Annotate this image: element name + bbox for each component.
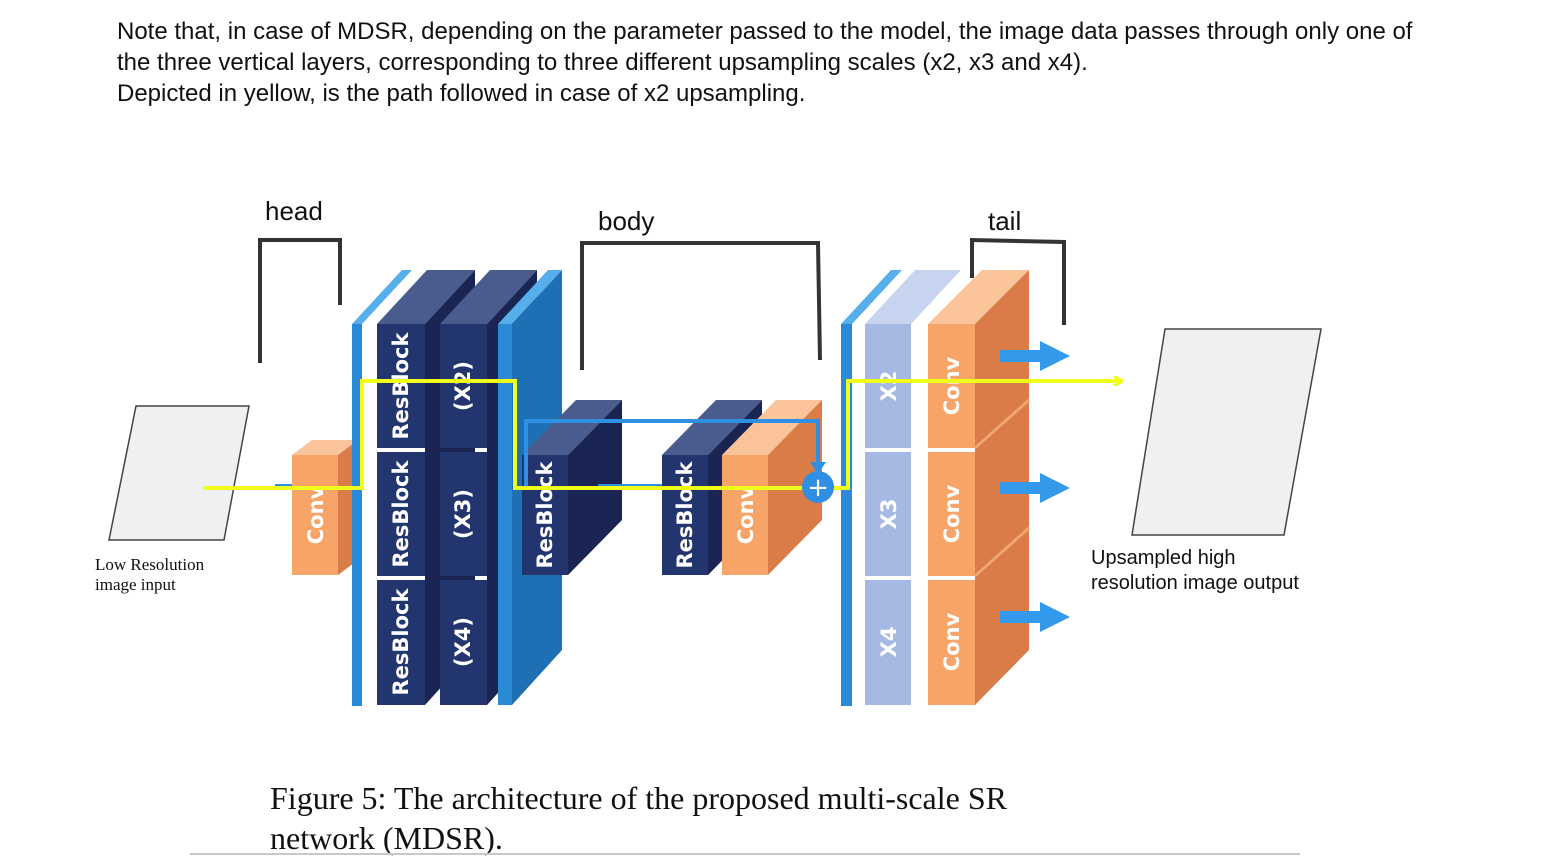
elementwise-sum-node bbox=[802, 471, 834, 503]
tail-bracket bbox=[970, 237, 1066, 325]
scale-x2-label: (X2) bbox=[451, 361, 475, 411]
tail-section-label: tail bbox=[988, 206, 1022, 236]
input-label: Low Resolution image input bbox=[95, 555, 204, 595]
tail-conv-1-label: Conv bbox=[940, 356, 964, 415]
upsample-x4-label: X4 bbox=[877, 627, 901, 658]
head-section-label: head bbox=[265, 196, 323, 226]
upsample-x3-label: X3 bbox=[877, 499, 901, 530]
output-arrow-x3-icon bbox=[1000, 473, 1070, 503]
tail-conv-2-label: Conv bbox=[940, 484, 964, 543]
figure-caption: Figure 5: The architecture of the propos… bbox=[270, 778, 1007, 857]
input-label-line-2: image input bbox=[95, 575, 176, 594]
caption-line-1: Figure 5: The architecture of the propos… bbox=[270, 780, 1007, 816]
left-blue-plane bbox=[352, 270, 412, 706]
scale-x4-label: (X4) bbox=[451, 617, 475, 667]
resblock-1-label: ResBlock bbox=[389, 331, 413, 439]
note-text: Note that, in case of MDSR, depending on… bbox=[117, 16, 1527, 109]
upsample-column: X2 X3 X4 bbox=[865, 270, 961, 705]
body-bracket bbox=[580, 241, 822, 370]
scale-x3-label: (X3) bbox=[451, 489, 475, 539]
low-resolution-input-image bbox=[108, 405, 250, 541]
upsampler-blue-plane bbox=[841, 270, 902, 706]
output-label-line-2: resolution image output bbox=[1091, 572, 1299, 594]
resblock-3-label: ResBlock bbox=[389, 587, 413, 695]
head-bracket bbox=[258, 238, 342, 363]
output-label: Upsampled high resolution image output bbox=[1091, 546, 1299, 596]
output-arrow-x4-icon bbox=[1000, 602, 1070, 632]
body-resblock-1-label: ResBlock bbox=[533, 460, 557, 568]
resblock-2-label: ResBlock bbox=[389, 459, 413, 567]
note-line-2: the three vertical layers, corresponding… bbox=[117, 49, 1088, 76]
note-line-3: Depicted in yellow, is the path followed… bbox=[117, 80, 806, 107]
input-label-line-1: Low Resolution bbox=[95, 555, 205, 574]
upsample-x2-label: X2 bbox=[877, 371, 901, 402]
tail-conv-3-label: Conv bbox=[940, 612, 964, 671]
note-line-1: Note that, in case of MDSR, depending on… bbox=[117, 18, 1413, 45]
skip-connection-line bbox=[524, 419, 820, 488]
head-conv-label: Conv bbox=[304, 485, 328, 544]
high-resolution-output-image bbox=[1131, 328, 1322, 536]
bottom-divider bbox=[190, 853, 1300, 855]
body-section-label: body bbox=[598, 206, 655, 236]
skip-connection-arrowhead-icon bbox=[810, 462, 826, 474]
output-label-line-1: Upsampled high bbox=[1091, 547, 1236, 569]
caption-line-2: network (MDSR). bbox=[270, 820, 503, 856]
output-arrow-x2-icon bbox=[1000, 341, 1070, 371]
body-conv-label: Conv bbox=[734, 485, 758, 544]
elementwise-sum-symbol: + bbox=[807, 473, 829, 503]
body-resblock-2-label: ResBlock bbox=[673, 460, 697, 568]
head-conv-block: Conv bbox=[292, 440, 358, 575]
x2-path-line bbox=[203, 381, 1122, 490]
